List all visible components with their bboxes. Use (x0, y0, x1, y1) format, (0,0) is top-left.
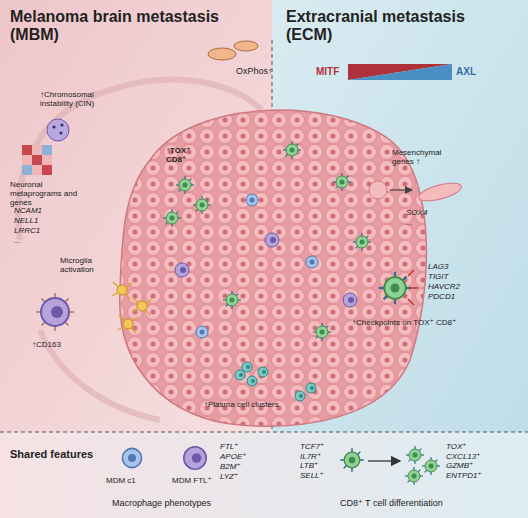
annotation-label: CD8⁺ T cell differentiation (340, 498, 443, 508)
node-box: Melanoma brain metastasis (MBM) (0, 0, 272, 432)
annotation-label: LRRC1 (14, 226, 40, 235)
gene-marker: SELL⁺ (300, 471, 368, 481)
mitf-wedge (348, 64, 452, 80)
cd163-macrophage (36, 293, 74, 331)
microglia (132, 298, 152, 315)
annotation-label: Macrophage phenotypes (112, 498, 211, 508)
annotation-label: NELL1 (14, 216, 38, 225)
node-box: TOX⁺CXCL13⁺GZMB⁺ENTPD1⁺ (400, 440, 495, 490)
gene-marker: GZMB⁺ (446, 461, 495, 471)
plasma-cell (242, 362, 252, 372)
annotation-label: ↑Checkpoints on TOX⁺ CD8⁺ (352, 318, 472, 327)
tumor-cell (369, 181, 387, 199)
checkpoint-receptors (408, 270, 418, 305)
annotation-label: TIGIT (428, 272, 448, 281)
microglia (112, 282, 132, 299)
t-cell (283, 141, 301, 159)
annotation-label: ↑TOX⁺ CD8⁺ (166, 146, 208, 164)
annotation-label: ↑CD163 (32, 340, 61, 349)
gene-marker: CXCL13⁺ (446, 452, 495, 462)
differentiation-arrow (368, 460, 400, 461)
panel-heading: Extracranial metastasis (ECM) (286, 8, 486, 45)
annotation-label: MITF (316, 66, 339, 78)
plasma-cell (247, 376, 257, 386)
annotation-label: OxPhos↑ (236, 66, 273, 76)
macrophage-ftl (184, 447, 206, 469)
annotation-label: SOX4 (406, 208, 427, 217)
annotation-label: ↑Plasma cell clusters (204, 400, 294, 409)
immune-cell (246, 194, 258, 206)
annotation-label: ... (406, 218, 413, 227)
divider (0, 432, 528, 433)
plasma-cell (235, 370, 245, 380)
immune-cell (196, 326, 208, 338)
naive-t-cell (340, 448, 363, 471)
panel-heading: Shared features (10, 448, 130, 461)
mitochondrion (234, 41, 258, 51)
node-box: Shared features TCF7⁺IL7R⁺LTB⁺SELL⁺ TOX⁺CX… (0, 432, 528, 518)
annotation-label: ... (14, 236, 21, 245)
exhausted-t-cell (379, 272, 411, 304)
t-cell (193, 196, 211, 214)
cin-cell (47, 119, 69, 141)
annotation-label: LAG3 (428, 262, 448, 271)
annotation-label: PDCD1 (428, 292, 455, 301)
microglia (118, 316, 138, 333)
mesenchymal-cell (417, 180, 463, 205)
annotation-label: Microglia activation (60, 256, 120, 274)
annotation-label: MDM c1 (106, 476, 136, 485)
t-cell (223, 291, 241, 309)
t-cell (353, 233, 371, 251)
annotation-label: LYZ⁺ (220, 472, 238, 481)
gene-marker: TCF7⁺ (300, 442, 368, 452)
gene-marker: TOX⁺ (446, 442, 495, 452)
annotation-label: B2M⁺ (220, 462, 241, 471)
gene-marker: ENTPD1⁺ (446, 471, 495, 481)
macrophage-c1 (122, 448, 141, 467)
chromosome-dot (59, 131, 62, 134)
annotation-label: NCAM1 (14, 206, 42, 215)
shared-band-bg (0, 432, 528, 518)
macrophage (343, 293, 357, 307)
heatmap (22, 145, 52, 175)
plasma-cell (306, 383, 316, 393)
t-cell (333, 173, 351, 191)
plasma-cell (258, 367, 268, 377)
annotation-label: Neuronal metaprograms and genes (10, 180, 92, 208)
annotation-label: Mesenchymal genes ↑ (392, 148, 464, 166)
annotation-label: APOE⁺ (220, 452, 246, 461)
axl-wedge (348, 64, 452, 80)
immune-cell (306, 256, 318, 268)
node-box: Extracranial metastasis (ECM) (272, 0, 528, 432)
mitochondrion (208, 48, 236, 60)
transition-arrow (390, 189, 412, 190)
macrophage (175, 263, 189, 277)
gene-marker: IL7R⁺ (300, 452, 368, 462)
annotation-label: AXL (456, 66, 476, 78)
gene-marker: LTB⁺ (300, 461, 368, 471)
annotation-label: ↑Chromosomal instability (CIN) (40, 90, 110, 108)
node-box: TCF7⁺IL7R⁺LTB⁺SELL⁺ (300, 440, 368, 490)
tumor-mass (120, 110, 427, 426)
macrophage (265, 233, 279, 247)
panel-heading: Melanoma brain metastasis (MBM) (10, 8, 250, 45)
chromosome-dot (52, 125, 55, 128)
effector-t-cell (405, 467, 423, 485)
annotation-label: HAVCR2 (428, 282, 460, 291)
effector-t-cell (406, 446, 424, 464)
annotation-label: FTL⁺ (220, 442, 238, 451)
effector-t-cell (422, 457, 440, 475)
t-cell (176, 176, 194, 194)
t-cell (163, 209, 181, 227)
t-cell (313, 323, 331, 341)
plasma-cell (295, 391, 305, 401)
chromosome-dot (60, 123, 63, 126)
annotation-label: MDM FTL⁺ (172, 476, 212, 485)
